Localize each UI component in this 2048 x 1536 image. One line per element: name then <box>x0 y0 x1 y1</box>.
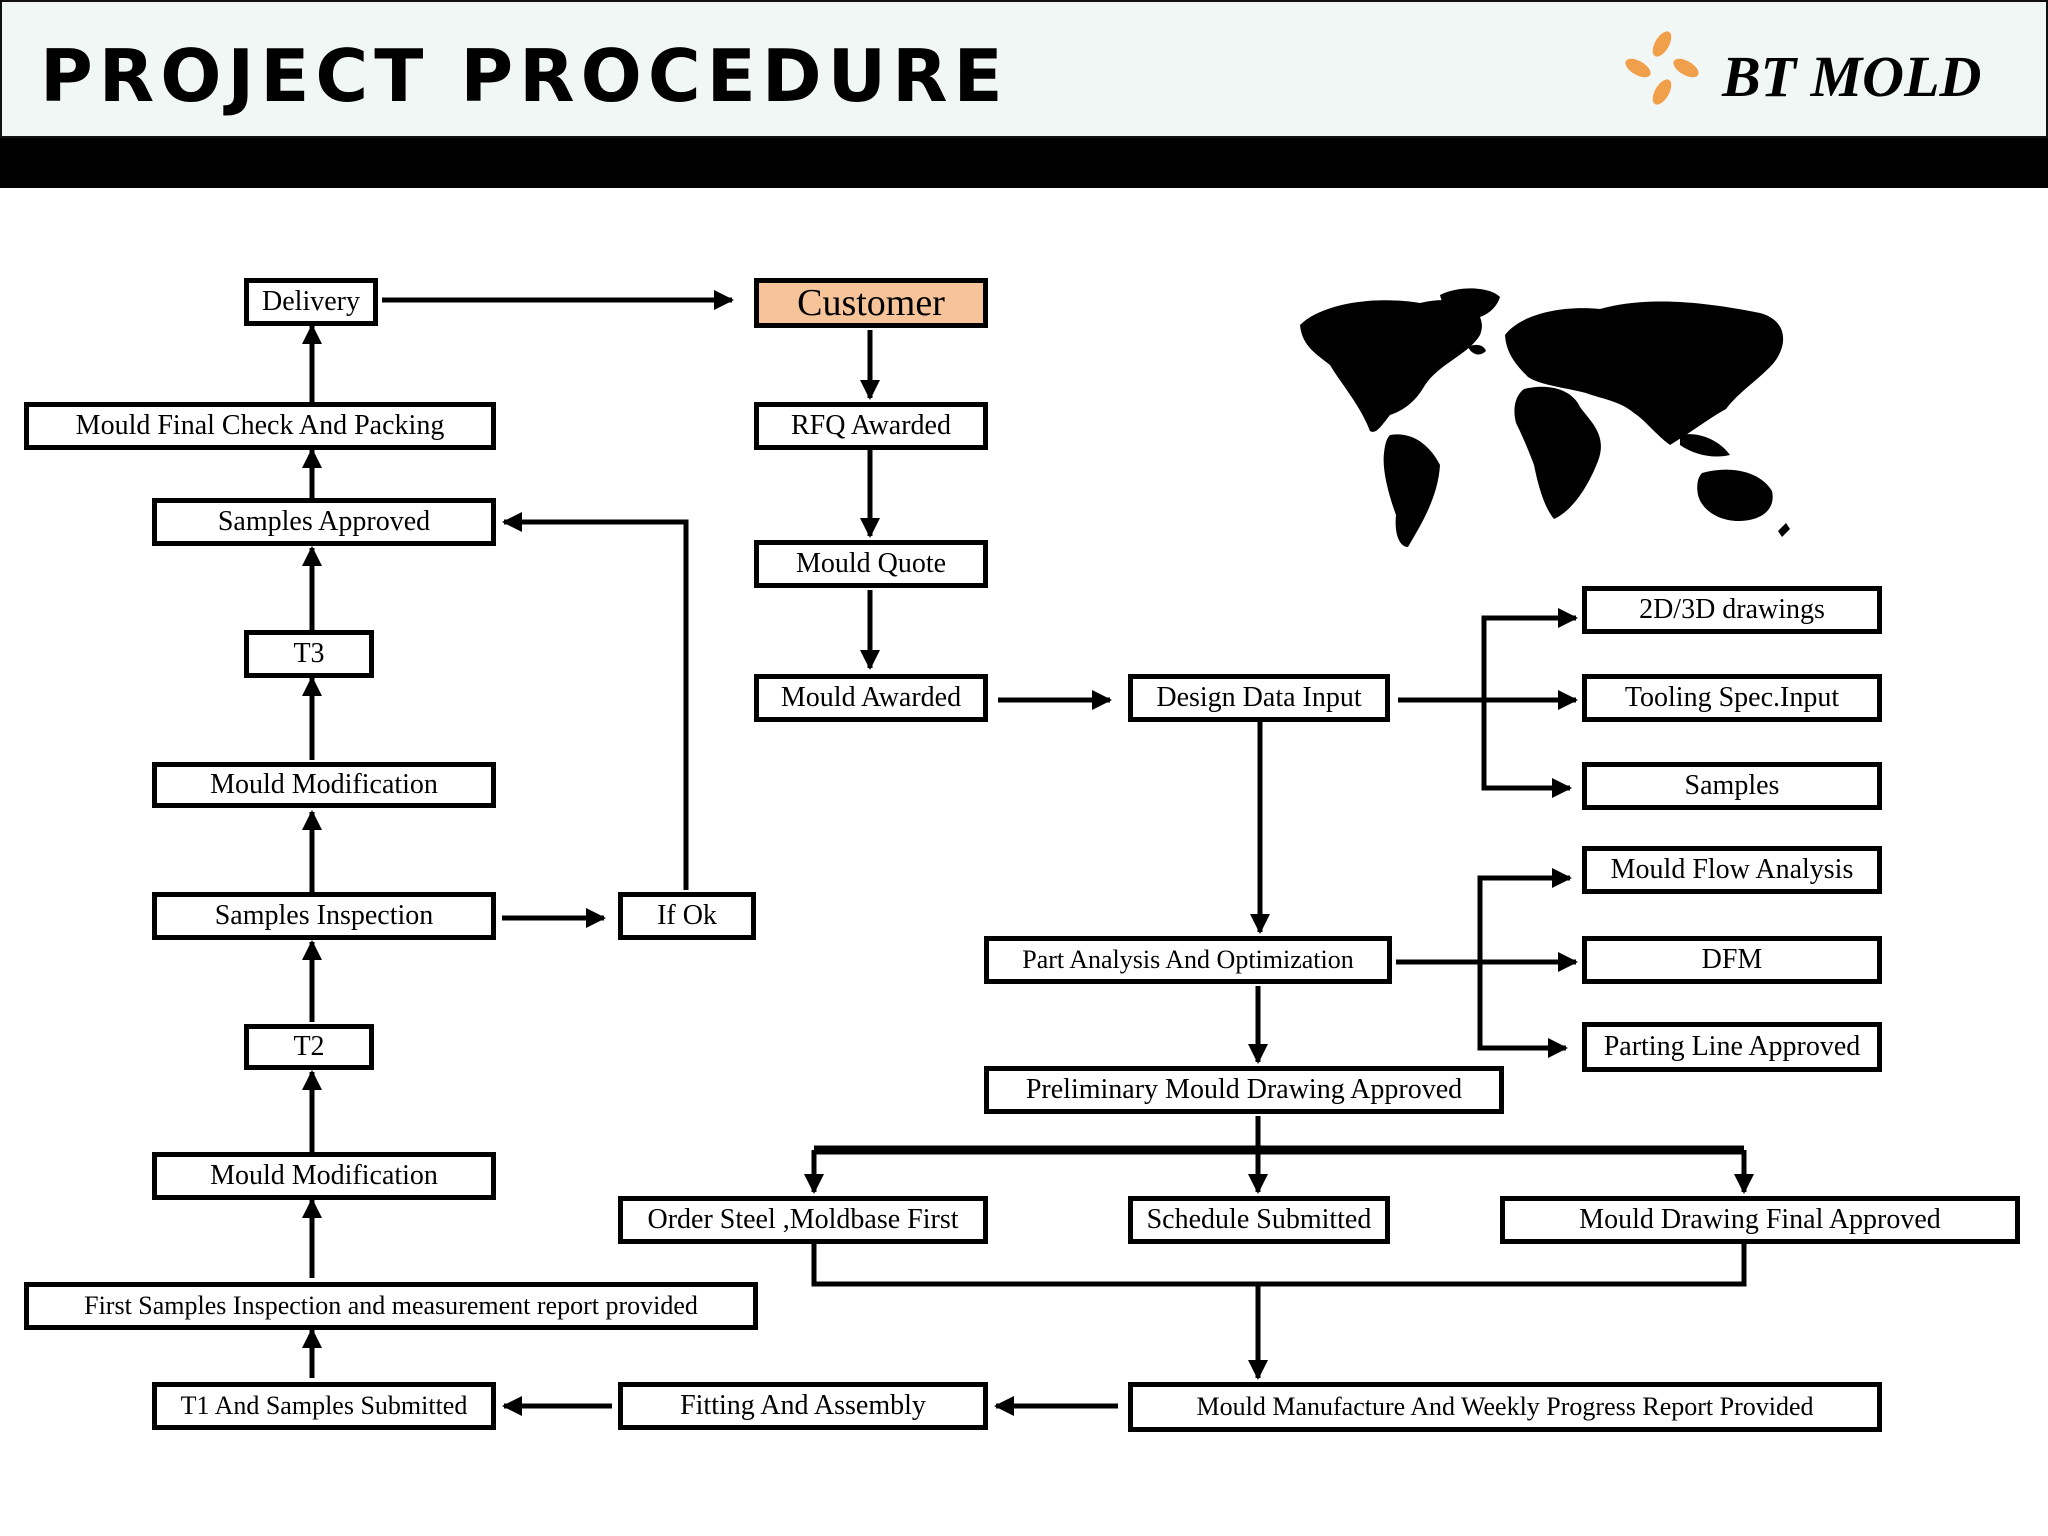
header-bar: PROJECT PROCEDURE BT MOLD <box>0 0 2048 138</box>
header-band <box>0 138 2048 188</box>
node-customer: Customer <box>754 278 988 328</box>
node-mould-manufacture: Mould Manufacture And Weekly Progress Re… <box>1128 1382 1882 1432</box>
node-parting-line-approved: Parting Line Approved <box>1582 1022 1882 1072</box>
node-order-steel: Order Steel ,Moldbase First <box>618 1196 988 1244</box>
node-t2: T2 <box>244 1024 374 1070</box>
node-fitting-assembly: Fitting And Assembly <box>618 1382 988 1430</box>
node-if-ok: If Ok <box>618 892 756 940</box>
node-part-analysis: Part Analysis And Optimization <box>984 936 1392 984</box>
node-design-data-input: Design Data Input <box>1128 674 1390 722</box>
node-t1-samples: T1 And Samples Submitted <box>152 1382 496 1430</box>
node-mould-flow-analysis: Mould Flow Analysis <box>1582 846 1882 894</box>
node-schedule-submitted: Schedule Submitted <box>1128 1196 1390 1244</box>
node-mould-final-check: Mould Final Check And Packing <box>24 402 496 450</box>
node-first-samples-inspection: First Samples Inspection and measurement… <box>24 1282 758 1330</box>
node-samples-approved: Samples Approved <box>152 498 496 546</box>
page-title: PROJECT PROCEDURE <box>40 34 1009 118</box>
node-mould-modification-lower: Mould Modification <box>152 1152 496 1200</box>
node-dfm: DFM <box>1582 936 1882 984</box>
node-rfq-awarded: RFQ Awarded <box>754 402 988 450</box>
brand-name: BT MOLD <box>1722 44 1982 109</box>
node-mould-quote: Mould Quote <box>754 540 988 588</box>
node-2d3d-drawings: 2D/3D drawings <box>1582 586 1882 634</box>
bt-mold-logo-icon <box>1625 31 1699 105</box>
node-preliminary-drawing: Preliminary Mould Drawing Approved <box>984 1066 1504 1114</box>
node-mould-awarded: Mould Awarded <box>754 674 988 722</box>
node-final-drawing: Mould Drawing Final Approved <box>1500 1196 2020 1244</box>
node-mould-modification-upper: Mould Modification <box>152 762 496 808</box>
node-tooling-spec-input: Tooling Spec.Input <box>1582 674 1882 722</box>
node-samples-inspection: Samples Inspection <box>152 892 496 940</box>
node-delivery: Delivery <box>244 278 378 326</box>
node-samples: Samples <box>1582 762 1882 810</box>
world-map-icon <box>1300 288 1790 547</box>
node-t3: T3 <box>244 630 374 678</box>
